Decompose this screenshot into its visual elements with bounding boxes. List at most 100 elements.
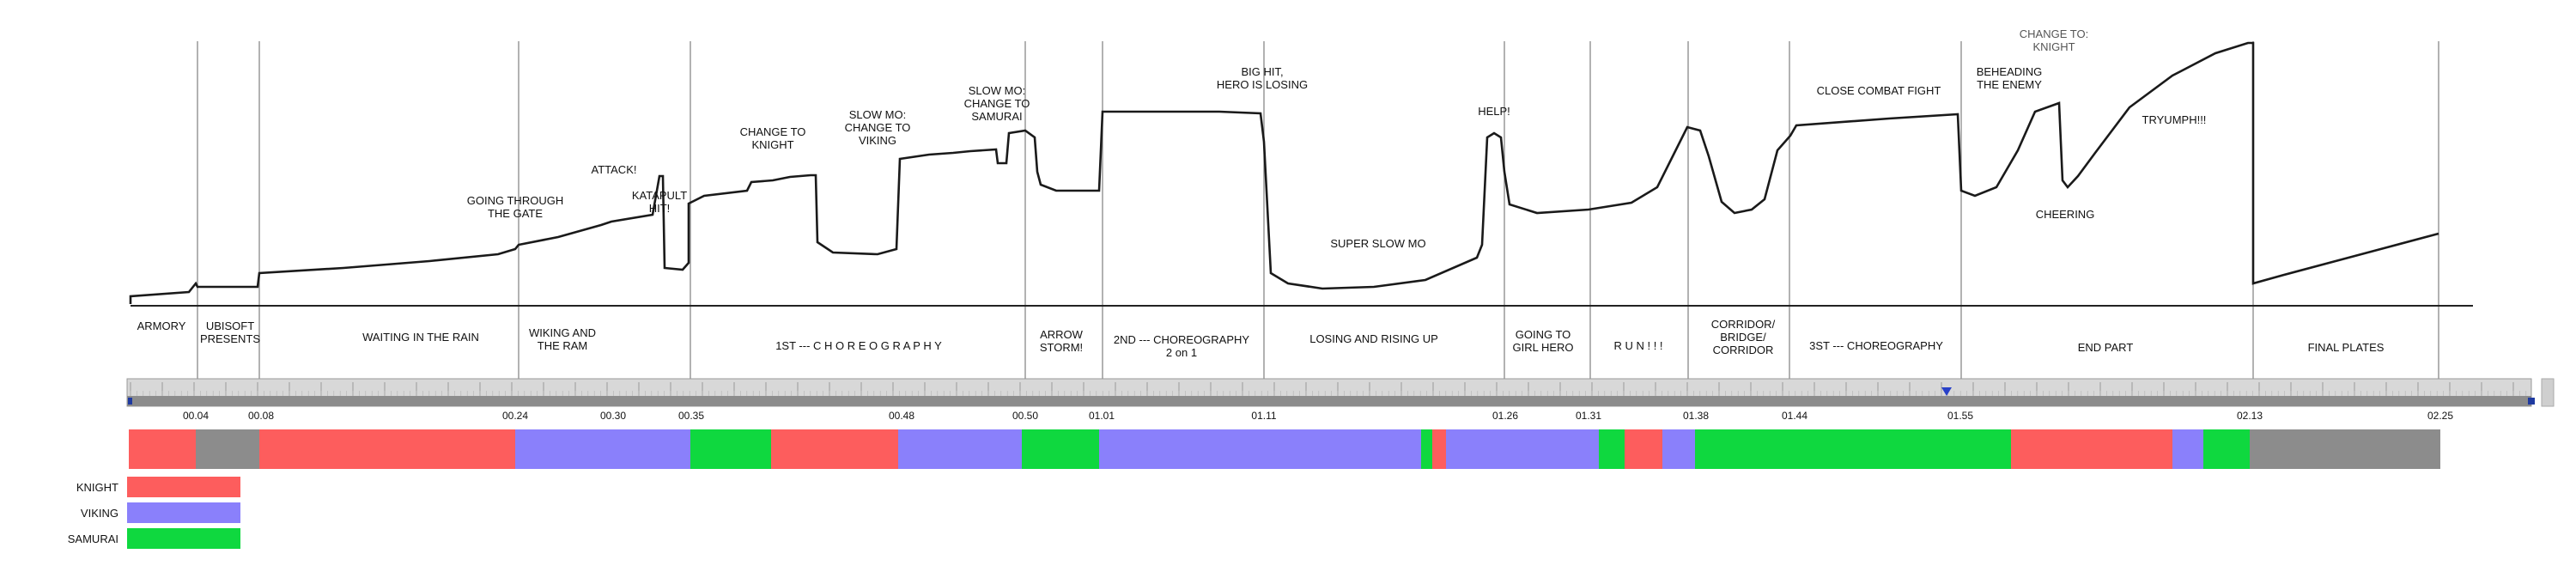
annotation-change-to-knight-2-line: CHANGE TO: (2020, 27, 2088, 40)
ruler-scrollbar[interactable] (2541, 378, 2555, 407)
character-segment-viking (898, 429, 1022, 469)
section-waiting-line: WAITING IN THE RAIN (362, 331, 479, 344)
timeline-ruler (126, 378, 2555, 407)
timecode-label: 00.48 (889, 410, 914, 422)
section-corridor-line: CORRIDOR/ (1711, 318, 1776, 331)
annotation-attack-line: ATTACK! (592, 163, 637, 176)
annotation-change-to-knight-1-line: CHANGE TO (740, 125, 806, 138)
section-choreo-1-line: 1ST --- C H O R E O G R A P H Y (775, 339, 942, 352)
character-segment-samurai (2203, 429, 2250, 469)
section-armory: ARMORY (137, 319, 186, 332)
section-choreo-2-line: 2 on 1 (1166, 346, 1197, 359)
section-run: R U N ! ! ! (1613, 339, 1662, 352)
section-corridor-line: CORRIDOR (1713, 344, 1774, 356)
playhead-marker (1941, 387, 1952, 396)
timecode-label: 00.50 (1012, 410, 1038, 422)
section-final-plates: FINAL PLATES (2308, 341, 2385, 354)
section-choreo-1: 1ST --- C H O R E O G R A P H Y (775, 339, 942, 352)
section-ubisoft-line: PRESENTS (200, 332, 260, 345)
annotation-super-slow-mo-line: SUPER SLOW MO (1330, 237, 1425, 250)
annotation-help-line: HELP! (1478, 105, 1510, 118)
character-segment-knight (259, 429, 515, 469)
section-corridor: CORRIDOR/BRIDGE/CORRIDOR (1711, 318, 1776, 356)
section-wiking-ram-line: WIKING AND (529, 326, 596, 339)
section-corridor-line: BRIDGE/ (1720, 331, 1766, 344)
timecode-label: 00.35 (678, 410, 704, 422)
timecode-label: 02.25 (2427, 410, 2453, 422)
timecode-label: 00.04 (183, 410, 209, 422)
annotation-slow-mo-viking-line: VIKING (859, 134, 896, 147)
character-segment-viking (1446, 429, 1599, 469)
legend-swatch-viking (127, 502, 240, 523)
character-segment-viking (1099, 429, 1421, 469)
timecode-label: 01.38 (1683, 410, 1709, 422)
section-end-part: END PART (2078, 341, 2134, 354)
annotation-katapult-hit-line: KATAPULT (632, 189, 687, 202)
character-bar (129, 429, 2440, 469)
character-segment-viking (515, 429, 690, 469)
ruler-start-marker (128, 398, 132, 405)
section-choreo-3: 3ST --- CHOREOGRAPHY (1809, 339, 1943, 352)
character-segment-viking (2172, 429, 2203, 469)
legend-item-samurai: SAMURAI (60, 528, 283, 554)
annotation-big-hit: BIG HIT,HERO IS LOSING (1217, 65, 1308, 91)
character-segment-samurai (690, 429, 771, 469)
timecode-label: 01.26 (1492, 410, 1518, 422)
character-segment-knight (771, 429, 898, 469)
character-segment-samurai (1695, 429, 2011, 469)
annotation-super-slow-mo: SUPER SLOW MO (1330, 237, 1425, 250)
legend-swatch-knight (127, 477, 240, 497)
character-segment-none (2250, 429, 2440, 469)
annotation-katapult-hit-line: HIT! (649, 202, 671, 215)
legend-swatch-samurai (127, 528, 240, 549)
timecode-label: 00.30 (600, 410, 626, 422)
annotation-close-combat-line: CLOSE COMBAT FIGHT (1817, 84, 1941, 97)
annotation-help: HELP! (1478, 105, 1510, 118)
timecode-label: 01.44 (1782, 410, 1807, 422)
section-wiking-ram-line: THE RAM (538, 339, 588, 352)
annotation-slow-mo-viking-line: CHANGE TO (845, 121, 911, 134)
annotation-slow-mo-samurai-line: CHANGE TO (964, 97, 1030, 110)
character-legend: KNIGHT VIKING SAMURAI (60, 477, 283, 554)
section-ubisoft-line: UBISOFT (206, 319, 254, 332)
annotation-cheering-line: CHEERING (2036, 208, 2095, 221)
annotation-change-to-knight-2-line: KNIGHT (2032, 40, 2075, 53)
annotation-beheading-line: THE ENEMY (1977, 78, 2042, 91)
annotation-beheading-line: BEHEADING (1977, 65, 2043, 78)
annotation-going-through-gate-line: THE GATE (488, 207, 543, 220)
section-going-girl-hero-line: GOING TO (1516, 328, 1571, 341)
section-going-girl-hero-line: GIRL HERO (1512, 341, 1573, 354)
character-segment-knight (1625, 429, 1662, 469)
section-run-line: R U N ! ! ! (1613, 339, 1662, 352)
character-segment-knight (2011, 429, 2172, 469)
legend-label-viking: VIKING (80, 507, 118, 520)
intensity-curve (129, 41, 2439, 304)
section-choreo-3-line: 3ST --- CHOREOGRAPHY (1809, 339, 1943, 352)
annotation-big-hit-line: HERO IS LOSING (1217, 78, 1308, 91)
annotation-slow-mo-viking-line: SLOW MO: (849, 108, 906, 121)
ruler-ticks (130, 382, 2527, 396)
section-losing-rising: LOSING AND RISING UP (1309, 332, 1438, 345)
annotation-change-to-knight-2: CHANGE TO:KNIGHT (2020, 27, 2088, 53)
ruler-end-marker (2528, 398, 2535, 405)
legend-item-knight: KNIGHT (60, 477, 283, 502)
timecode-label: 00.08 (248, 410, 274, 422)
annotation-tryumph: TRYUMPH!!! (2142, 113, 2207, 126)
timecode-label: 01.01 (1089, 410, 1115, 422)
character-segment-samurai (1022, 429, 1099, 469)
annotation-slow-mo-samurai-line: SAMURAI (971, 110, 1022, 123)
annotation-big-hit-line: BIG HIT, (1241, 65, 1283, 78)
annotation-attack: ATTACK! (592, 163, 637, 176)
